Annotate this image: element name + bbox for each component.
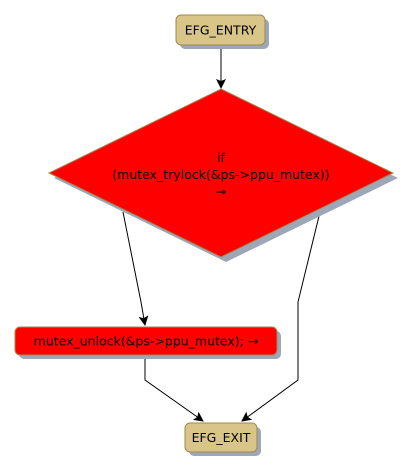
- edge-action-to-exit: [144, 358, 204, 422]
- edges: [122, 47, 321, 422]
- entry-node: EFG_ENTRY: [175, 14, 269, 49]
- edge-decision-to-action: [122, 211, 149, 326]
- decision-node-shape: [47, 88, 395, 258]
- entry-node-label: EFG_ENTRY: [185, 23, 257, 38]
- action-node-box: [14, 326, 278, 356]
- decision-node-line-1: if: [217, 150, 225, 165]
- exit-node-label: EFG_EXIT: [192, 430, 251, 445]
- exit-node-box: [184, 422, 258, 453]
- edge-decision-to-exit: [241, 211, 321, 422]
- action-node: mutex_unlock(&ps->ppu_mutex); →: [14, 326, 281, 359]
- decision-node-line-2: (mutex_trylock(&ps->ppu_mutex)): [112, 167, 329, 182]
- decision-node: if (mutex_trylock(&ps->ppu_mutex)) →: [47, 88, 398, 262]
- action-node-label: mutex_unlock(&ps->ppu_mutex); →: [34, 334, 259, 349]
- decision-node-line-3: →: [216, 184, 226, 199]
- entry-node-box: [175, 14, 266, 46]
- exit-node: EFG_EXIT: [184, 422, 261, 456]
